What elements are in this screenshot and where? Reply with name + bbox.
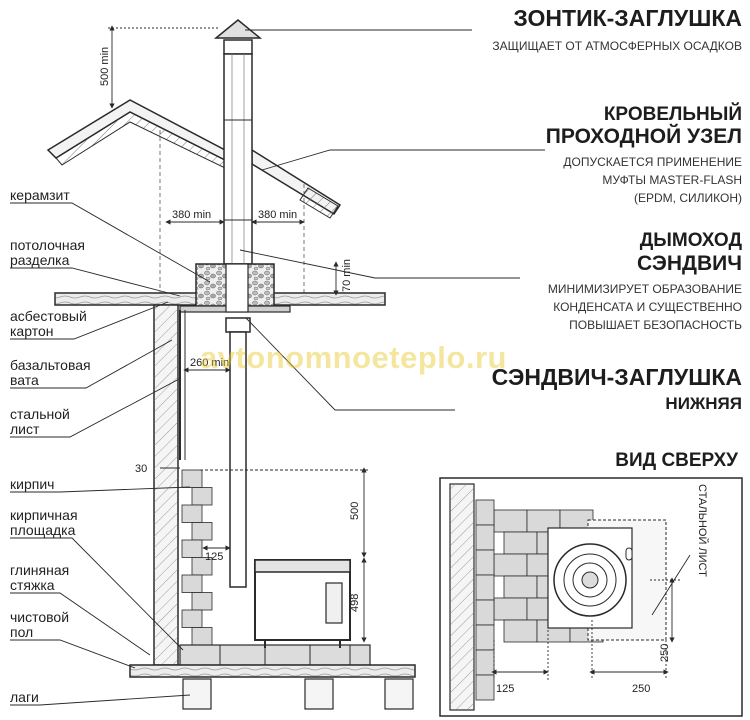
stove [254,559,351,648]
heading-plug-1: СЭНДВИЧ-ЗАГЛУШКА [492,364,742,390]
label-asbest-2: картон [10,323,53,339]
label-steel-1: стальной [10,406,70,422]
label-floor-2: пол [10,624,33,640]
floor [129,664,416,710]
dim-125: 125 [205,551,223,563]
screen-brick [191,592,213,611]
heading-chimney-sub-1: МИНИМИЗИРУЕТ ОБРАЗОВАНИЕ [548,282,742,296]
label-pad-1: кирпичная [10,507,78,523]
chimney-cap [213,19,263,55]
screen-brick [191,487,213,506]
dim-500-min: 500 min [99,47,111,86]
top-view-brick [493,553,528,577]
brick-wall [153,304,186,666]
top-view-brick [503,575,538,599]
top-view-brick [503,619,538,643]
top-view-inset: 125 250 250 СТАЛЬНОЙ ЛИСТ [439,477,743,717]
roof [46,99,342,300]
top-view-brick [475,649,495,676]
label-razdelka-1: потолочная [10,237,85,253]
top-view-brick [475,549,495,576]
tv-dim-125: 125 [496,683,514,695]
brick-screen [181,469,213,646]
dim-380-left: 380 min [172,209,211,221]
label-logs: лаги [10,689,39,705]
dim-30: 30 [135,463,147,475]
heading-chimney-sub-3: ПОВЫШАЕТ БЕЗОПАСНОСТЬ [569,318,742,332]
heading-cap: ЗОНТИК-ЗАГЛУШКА [513,5,742,31]
heading-roof-2: ПРОХОДНОЙ УЗЕЛ [546,124,742,148]
tv-dim-250-side: 250 [659,644,671,662]
heading-chimney-sub-2: КОНДЕНСАТА И СУЩЕСТВЕННО [553,300,742,314]
screen-brick [191,627,213,646]
leader-lines [10,29,545,706]
heading-roof-sub-2: МУФТЫ MASTER-FLASH [602,173,742,187]
top-view-brick [493,509,528,533]
left-labels: керамзит потолочная разделка асбестовый … [10,187,91,705]
screen-brick [181,504,203,523]
label-brick: кирпич [10,476,54,492]
screen-brick [181,539,203,558]
dim-380-right: 380 min [258,209,297,221]
label-asbest-1: асбестовый [10,308,87,324]
brick-pad [179,644,371,666]
heading-plug-2: НИЖНЯЯ [665,394,742,413]
top-view-brick [475,674,495,701]
heading-top-view: ВИД СВЕРХУ [615,450,738,471]
screen-brick [181,609,203,628]
heading-roof-sub-1: ДОПУСКАЕТСЯ ПРИМЕНЕНИЕ [563,155,742,169]
tv-steel-label: СТАЛЬНОЙ ЛИСТ [696,484,709,577]
label-razdelka-2: разделка [10,252,70,268]
top-view-brick [493,597,528,621]
dimensions [108,25,370,643]
heading-roof-sub-3: (EPDM, СИЛИКОН) [634,191,742,205]
chimney-pipe [223,53,253,588]
screen-brick [191,522,213,541]
screen-brick [181,469,203,488]
dim-70-min: 70 min [341,259,353,292]
right-headings: ЗОНТИК-ЗАГЛУШКА ЗАЩИЩАЕТ ОТ АТМОСФЕРНЫХ … [492,5,743,471]
label-floor-1: чистовой [10,609,69,625]
label-bazalt-1: базальтовая [10,357,91,373]
heading-chimney-1: ДЫМОХОД [640,230,743,251]
top-view-brick [475,499,495,526]
heading-roof-1: КРОВЕЛЬНЫЙ [604,103,742,125]
top-view-brick [475,524,495,551]
screen-brick [181,574,203,593]
top-view-brick [475,599,495,626]
tv-dim-250-bottom: 250 [632,683,650,695]
label-bazalt-2: вата [10,372,39,388]
heading-cap-sub: ЗАЩИЩАЕТ ОТ АТМОСФЕРНЫХ ОСАДКОВ [492,39,742,53]
heading-chimney-2: СЭНДВИЧ [637,252,742,275]
label-clay-1: глиняная [10,562,69,578]
label-clay-2: стяжка [10,577,55,593]
ceiling [54,263,386,313]
dim-260-min: 260 min [190,357,229,369]
dim-500: 500 [349,502,361,520]
top-view-brick [475,624,495,651]
top-view-brick [503,531,538,555]
top-view-brick [475,574,495,601]
label-pad-2: площадка [10,522,76,538]
label-keramzit: керамзит [10,187,70,203]
label-steel-2: лист [10,421,40,437]
dim-498: 498 [349,594,361,612]
dimension-texts: 500 min 380 min 380 min 70 min 260 min 3… [99,47,361,612]
